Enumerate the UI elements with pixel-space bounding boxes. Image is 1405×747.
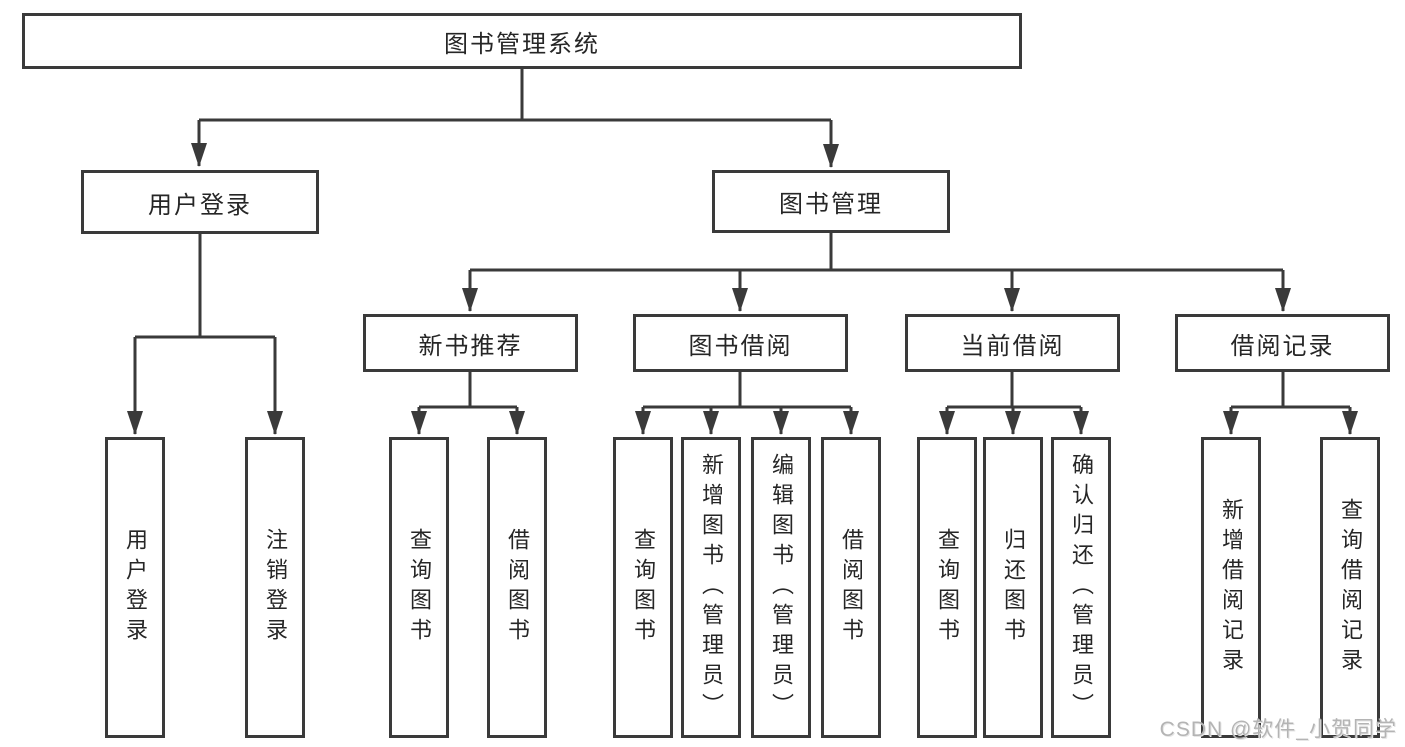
node-book-borrow: 图书借阅 <box>633 314 848 372</box>
leaf-return-book: 归还图书 <box>983 437 1043 738</box>
node-book-borrow-label: 图书借阅 <box>688 332 793 360</box>
leaf-query-book-2: 查询图书 <box>613 437 673 738</box>
leaf-logout: 注销登录 <box>245 437 305 738</box>
leaf-query-borrow-record: 查询借阅记录 <box>1320 437 1380 738</box>
node-current-borrow: 当前借阅 <box>905 314 1120 372</box>
leaf-return-book-label: 归还图书 <box>1001 527 1026 648</box>
node-new-book-recommend: 新书推荐 <box>363 314 578 372</box>
node-borrow-records: 借阅记录 <box>1175 314 1390 372</box>
leaf-add-borrow-record: 新增借阅记录 <box>1201 437 1261 738</box>
leaf-query-book-1: 查询图书 <box>389 437 449 738</box>
leaf-edit-book-admin-label: 编辑图书（管理员） <box>769 452 794 723</box>
leaf-query-book-3-label: 查询图书 <box>935 527 960 648</box>
leaf-confirm-return-admin: 确认归还（管理员） <box>1051 437 1111 738</box>
leaf-confirm-return-admin-label: 确认归还（管理员） <box>1069 452 1094 723</box>
leaf-borrow-book-1: 借阅图书 <box>487 437 547 738</box>
node-new-book-recommend-label: 新书推荐 <box>418 332 523 360</box>
node-library-system-label: 图书管理系统 <box>444 30 600 58</box>
node-book-management-label: 图书管理 <box>779 191 883 218</box>
node-book-management: 图书管理 <box>712 170 950 233</box>
leaf-query-borrow-record-label: 查询借阅记录 <box>1338 497 1363 678</box>
node-current-borrow-label: 当前借阅 <box>960 332 1065 360</box>
leaf-query-book-3: 查询图书 <box>917 437 977 738</box>
leaf-add-book-admin: 新增图书（管理员） <box>681 437 741 738</box>
leaf-borrow-book-1-label: 借阅图书 <box>505 527 530 648</box>
leaf-add-borrow-record-label: 新增借阅记录 <box>1219 497 1244 678</box>
leaf-edit-book-admin: 编辑图书（管理员） <box>751 437 811 738</box>
leaf-user-login: 用户登录 <box>105 437 165 738</box>
leaf-logout-label: 注销登录 <box>263 527 288 648</box>
leaf-borrow-book-2: 借阅图书 <box>821 437 881 738</box>
csdn-watermark: CSDN @软件_小贺同学 <box>1159 718 1397 741</box>
leaf-borrow-book-2-label: 借阅图书 <box>839 527 864 648</box>
leaf-user-login-label: 用户登录 <box>123 527 148 648</box>
node-library-system: 图书管理系统 <box>22 13 1022 69</box>
leaf-query-book-1-label: 查询图书 <box>407 527 432 648</box>
node-borrow-records-label: 借阅记录 <box>1230 332 1335 360</box>
node-user-login-label: 用户登录 <box>148 191 252 219</box>
leaf-add-book-admin-label: 新增图书（管理员） <box>699 452 724 723</box>
leaf-query-book-2-label: 查询图书 <box>631 527 656 648</box>
node-user-login: 用户登录 <box>81 170 319 234</box>
